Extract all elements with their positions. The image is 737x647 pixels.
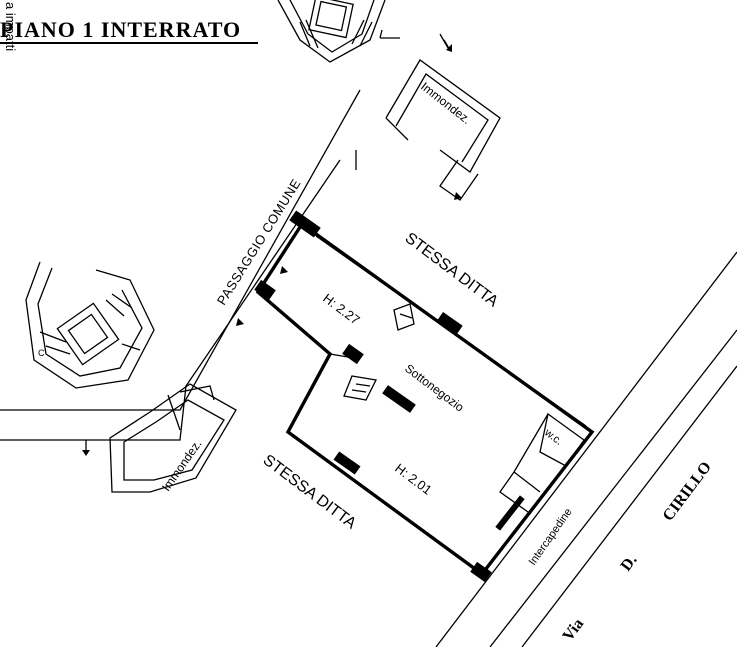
intercapedine: Intercapedine (435, 251, 737, 647)
street-via: Via (560, 615, 588, 644)
stessa-ditta-top: STESSA DITTA (402, 230, 502, 311)
immondez-top-room: Immondez. (385, 59, 501, 173)
street-d: D. (618, 552, 641, 575)
staircase-left: C (25, 261, 155, 389)
immondez-left-label: Immondez. (159, 437, 205, 494)
staircase-top (277, 0, 386, 63)
sottonegozio-walls (254, 210, 595, 583)
plan-title: PIANO 1 INTERRATO (0, 17, 241, 42)
passaggio-comune: PASSAGGIO COMUNE (0, 29, 400, 441)
street-cirillo: CIRILLO (660, 459, 715, 525)
svg-text:C: C (38, 348, 45, 358)
height-upper: H: 2.27 (320, 290, 363, 327)
height-lower: H: 2.01 (392, 460, 435, 497)
access-arrows (82, 33, 462, 456)
immondez-left-room: Immondez. (109, 383, 237, 494)
intercapedine-label: Intercapedine (527, 506, 575, 567)
corner-note: a impatti (3, 2, 18, 51)
